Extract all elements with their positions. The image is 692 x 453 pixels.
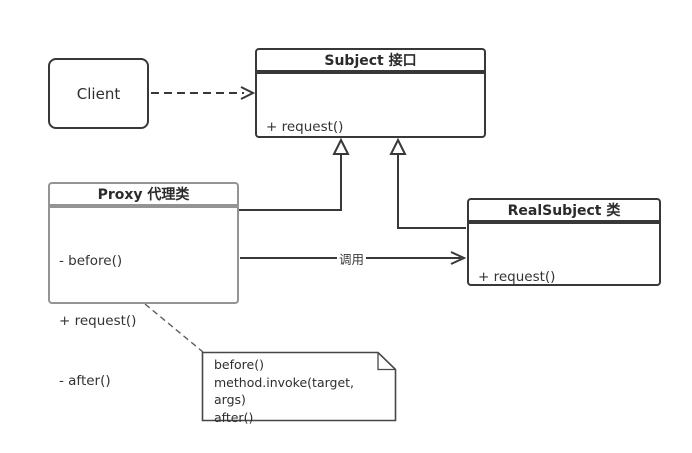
client-label: Client bbox=[76, 84, 121, 103]
note-text: before() method.invoke(target, args) aft… bbox=[214, 356, 389, 426]
edge-realsubject-to-subject[interactable] bbox=[389, 137, 466, 229]
edge-client-to-subject[interactable] bbox=[151, 86, 256, 100]
proxy-method-before: - before() bbox=[59, 253, 123, 269]
proxy-title: Proxy 代理类 bbox=[50, 184, 237, 206]
subject-methods-section: + request() bbox=[257, 74, 484, 177]
open-arrowhead-icon bbox=[240, 86, 256, 100]
hollow-triangle-arrowhead-icon bbox=[389, 137, 407, 155]
class-box-realsubject[interactable]: RealSubject 类 + request() bbox=[467, 198, 661, 286]
subject-method-request: + request() bbox=[266, 119, 344, 135]
proxy-methods-section: - before() + request() - after() bbox=[50, 208, 237, 431]
realsubject-attributes-section bbox=[469, 222, 659, 224]
note-line-invoke: method.invoke(target, bbox=[214, 374, 355, 390]
class-box-subject[interactable]: Subject 接口 + request() bbox=[255, 48, 486, 138]
note-line-before: before() bbox=[214, 357, 264, 372]
open-arrowhead-icon bbox=[450, 251, 467, 265]
subject-title: Subject 接口 bbox=[257, 50, 484, 72]
realsubject-methods-section: + request() bbox=[469, 224, 659, 327]
note-fold-icon bbox=[377, 352, 396, 371]
proxy-attributes-section bbox=[50, 206, 237, 208]
proxy-method-after: - after() bbox=[59, 373, 111, 389]
call-edge-label: 调用 bbox=[337, 249, 367, 268]
note-line-args: args) bbox=[214, 392, 246, 407]
note-line-after: after() bbox=[214, 409, 254, 425]
subject-attributes-section bbox=[257, 72, 484, 74]
realsubject-title: RealSubject 类 bbox=[469, 200, 659, 222]
edge-proxy-to-note[interactable] bbox=[144, 303, 204, 353]
proxy-method-request: + request() bbox=[59, 313, 137, 329]
note-shape[interactable] bbox=[201, 351, 397, 422]
class-box-client[interactable]: Client bbox=[48, 58, 149, 129]
class-box-proxy[interactable]: Proxy 代理类 - before() + request() - after… bbox=[48, 182, 239, 389]
hollow-triangle-arrowhead-icon bbox=[332, 137, 350, 155]
edge-proxy-to-subject[interactable] bbox=[239, 137, 350, 211]
realsubject-method-request: + request() bbox=[478, 269, 556, 285]
